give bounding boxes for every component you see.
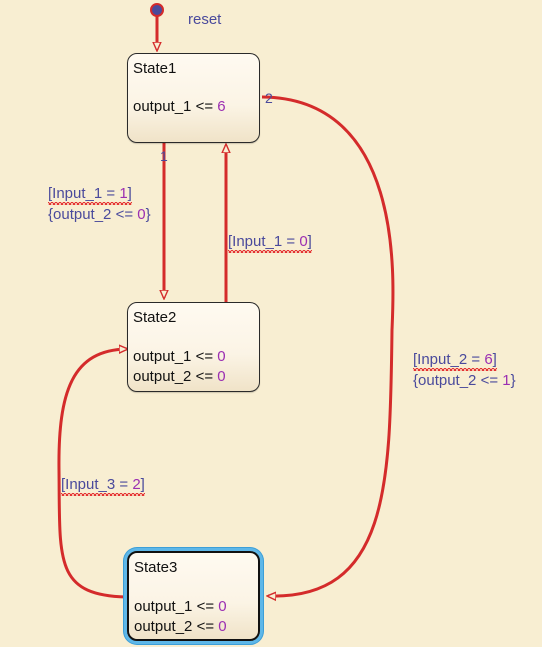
state2-action-output-1-value: 0 [217, 348, 226, 365]
transition-state2-state1-condition: [Input_1 = 0] [228, 232, 312, 253]
t12-action-suffix: } [145, 206, 151, 223]
state1-action-output-1-var: output_1 [133, 98, 192, 115]
transition-state3-state2-condition: [Input_3 = 2] [61, 475, 145, 496]
transition-state1-state2-label[interactable]: [Input_1 = 1] {output_2 <= 0} [48, 184, 151, 225]
state3-name: State3 [134, 559, 178, 576]
state3-action-output-1: output_1 <= 0 [134, 597, 227, 617]
transition-state1-state3-action: {output_2 <= 1} [413, 371, 516, 391]
state2-action-output-2-var: output_2 [133, 368, 192, 385]
state1-action-output-1-op: <= [195, 98, 214, 115]
state2-action-output-2: output_2 <= 0 [133, 367, 226, 387]
state2-action-output-2-value: 0 [217, 368, 226, 385]
state-state3[interactable]: State3 output_1 <= 0 output_2 <= 0 [127, 551, 260, 641]
state3-action-output-1-value: 0 [218, 598, 227, 615]
state3-action-output-2-value: 0 [218, 618, 227, 635]
state3-action-output-1-var: output_1 [134, 598, 193, 615]
transition-state3-state2-label[interactable]: [Input_3 = 2] [61, 475, 145, 496]
transition-state2-state1-label[interactable]: [Input_1 = 0] [228, 232, 312, 253]
t32-condition-value: 2 [132, 476, 141, 493]
transition-state1-to-state3[interactable] [261, 95, 395, 596]
t13-condition-prefix: [Input_2 = [413, 351, 485, 368]
transition-state1-state2-condition-text: [Input_1 = 1] [48, 184, 132, 205]
t13-condition-suffix: ] [492, 351, 497, 368]
t13-action-value: 1 [502, 372, 511, 389]
default-transition-dot[interactable] [150, 3, 164, 17]
state2-action-output-1-var: output_1 [133, 348, 192, 365]
t32-condition-prefix: [Input_3 = [61, 476, 133, 493]
t13-action-suffix: } [510, 372, 516, 389]
transition-state1-state3-condition: [Input_2 = 6] [413, 350, 516, 371]
t21-condition-suffix: ] [307, 233, 312, 250]
default-transition-label: reset [188, 11, 222, 28]
transition-state1-state2-action: {output_2 <= 0} [48, 205, 151, 225]
t13-condition-value: 6 [484, 351, 493, 368]
t12-condition-suffix: ] [127, 185, 132, 202]
t21-condition-value: 0 [299, 233, 308, 250]
t12-condition-value: 1 [119, 185, 128, 202]
t12-action-value: 0 [137, 206, 146, 223]
transition-state3-to-state2[interactable] [57, 349, 127, 599]
state-state1[interactable]: State1 output_1 <= 6 [127, 53, 260, 143]
transition-state1-state3-label[interactable]: [Input_2 = 6] {output_2 <= 1} [413, 350, 516, 391]
t12-condition-prefix: [Input_1 = [48, 185, 120, 202]
state3-action-output-2-var: output_2 [134, 618, 193, 635]
t12-action-prefix: {output_2 <= [48, 206, 138, 223]
state3-action-output-1-op: <= [196, 598, 215, 615]
transition-state1-state2-condition: [Input_1 = 1] [48, 184, 151, 205]
state-state2[interactable]: State2 output_1 <= 0 output_2 <= 0 [127, 302, 260, 392]
state3-action-output-2: output_2 <= 0 [134, 617, 227, 637]
state1-name: State1 [133, 60, 177, 77]
state2-action-output-1-op: <= [195, 348, 214, 365]
state2-action-output-1: output_1 <= 0 [133, 347, 226, 367]
transition-state1-state3-condition-text: [Input_2 = 6] [413, 350, 497, 371]
t13-action-prefix: {output_2 <= [413, 372, 503, 389]
transition-2-execution-order: 2 [265, 90, 273, 106]
transition-1-execution-order: 1 [160, 148, 168, 164]
state1-action-output-1-value: 6 [217, 98, 226, 115]
t32-condition-suffix: ] [140, 476, 145, 493]
state2-action-output-2-op: <= [195, 368, 214, 385]
state2-name: State2 [133, 309, 177, 326]
t21-condition-prefix: [Input_1 = [228, 233, 300, 250]
state1-action-output-1: output_1 <= 6 [133, 97, 226, 117]
state3-action-output-2-op: <= [196, 618, 215, 635]
